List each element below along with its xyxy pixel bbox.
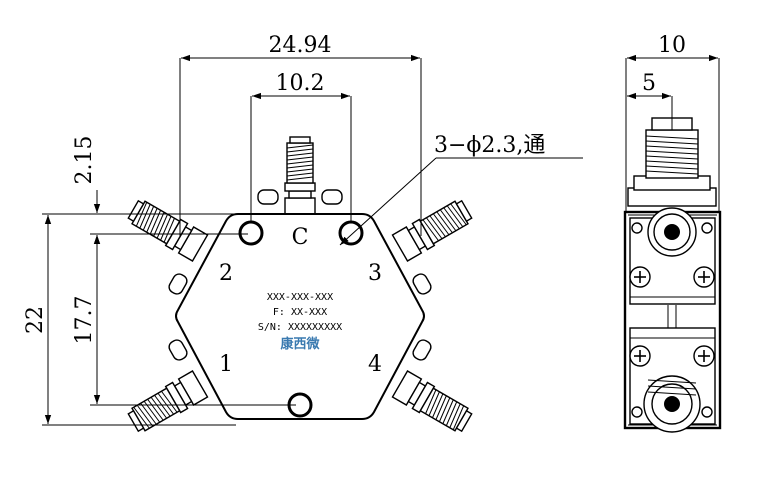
port-label-4: 4 [368, 352, 382, 377]
boss-5 [257, 189, 279, 205]
boss-1 [166, 271, 190, 297]
connector-port-2 [125, 195, 209, 262]
port-label-common: C [292, 225, 309, 250]
side-view: 10 5 [623, 33, 722, 433]
dim-overall-height: 22 [23, 306, 48, 334]
dim-port-spacing: 17.7 [72, 296, 97, 345]
boss-3 [166, 337, 190, 363]
mounting-hole-2 [338, 220, 364, 246]
hex-body [175, 213, 425, 420]
dim-hole-offset: 2.15 [72, 136, 97, 185]
dim-side-width: 10 [658, 33, 686, 58]
frequency: F: XX-XXX [273, 307, 327, 318]
serial-number: S/N: XXXXXXXXX [258, 322, 342, 333]
port-label-2: 2 [219, 261, 233, 286]
part-number: XXX-XXX-XXX [267, 292, 333, 303]
brand-logo: 康西微 [280, 336, 320, 352]
dim-overall-width: 24.94 [269, 33, 332, 58]
boss-4 [410, 337, 434, 363]
front-view: C 2 3 1 4 XXX-XXX-XXX F: XX-XXX S/N: XXX… [23, 33, 583, 437]
connector-port-1 [125, 370, 209, 437]
connector-port-3 [391, 195, 475, 262]
dim-connector-spacing: 10.2 [276, 71, 325, 96]
mounting-hole-1 [238, 220, 264, 246]
connector-port-4 [391, 370, 475, 437]
hole-callout: 3−ϕ2.3,通 [434, 133, 545, 158]
connector-common [284, 136, 316, 215]
dim-side-half: 5 [642, 71, 656, 96]
boss-6 [321, 189, 343, 205]
boss-2 [410, 271, 434, 297]
port-label-1: 1 [219, 352, 233, 377]
port-label-3: 3 [368, 261, 382, 286]
